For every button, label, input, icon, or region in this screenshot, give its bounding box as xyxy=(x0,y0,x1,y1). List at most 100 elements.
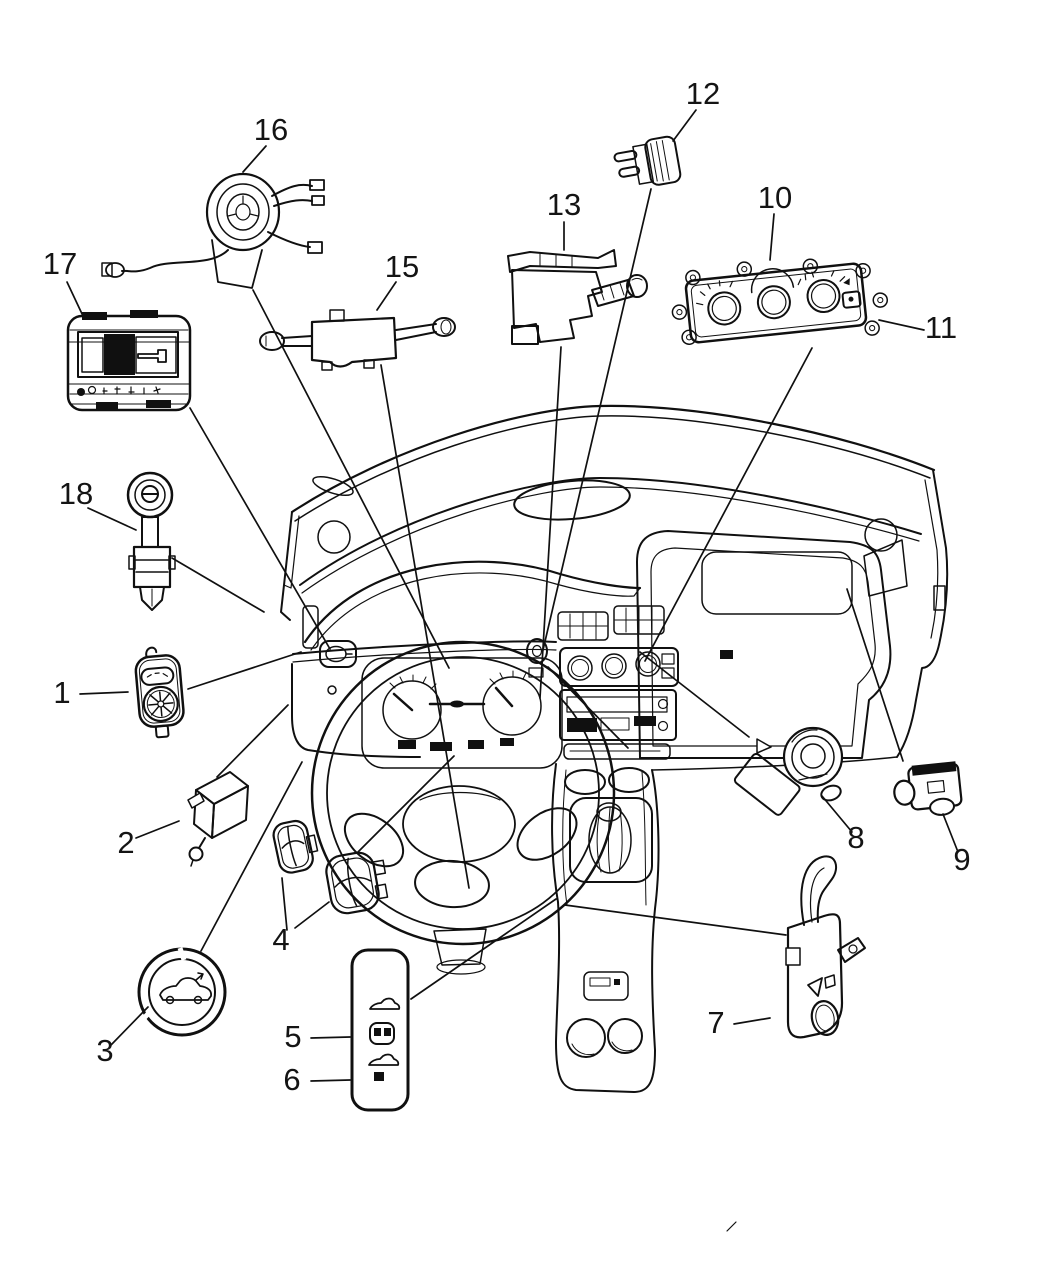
leader-8-long xyxy=(639,651,750,738)
leader-13-long xyxy=(539,346,562,699)
leader-18-label xyxy=(87,507,137,531)
leader-16-long xyxy=(252,289,450,669)
part-13-ignition-switch-bracket xyxy=(507,249,648,345)
leader-5-label xyxy=(310,1036,351,1039)
rear-defrost-button xyxy=(841,290,862,309)
stray-mark xyxy=(726,1221,737,1232)
left-stalk-tip xyxy=(259,331,285,351)
cluster-hood xyxy=(303,560,642,651)
callout-13-label: 13 xyxy=(547,187,581,222)
callout-1-label: 1 xyxy=(53,675,70,710)
leader-2-label xyxy=(135,820,180,839)
leader-3-long xyxy=(200,761,303,952)
leader-4-label-a xyxy=(281,877,288,931)
leader-4-label-b xyxy=(294,901,330,929)
leader-15-label xyxy=(376,281,397,311)
callout-17-label: 17 xyxy=(43,246,77,281)
leader-10-long xyxy=(644,347,813,662)
steering-wheel xyxy=(310,640,616,946)
callout-12-label: 12 xyxy=(686,76,720,111)
leader-3-label xyxy=(110,1006,149,1046)
horn-pad xyxy=(402,785,516,863)
leader-17-label xyxy=(66,281,84,317)
part-5-6-console-switch-bezel xyxy=(350,948,410,1112)
center-stack xyxy=(557,605,679,760)
rear-cupholder-right xyxy=(607,1018,643,1054)
floor-console xyxy=(551,763,660,1093)
callout-2-label: 2 xyxy=(117,825,134,860)
instrument-panel-drawing xyxy=(280,404,949,1232)
car-trunk-icon xyxy=(159,972,213,1005)
callout-3-label: 3 xyxy=(96,1033,113,1068)
leader-9-label xyxy=(942,813,959,853)
car-icon-top xyxy=(369,997,401,1010)
callout-9-label: 9 xyxy=(953,842,970,877)
wheel-spoke-cutout-bottom xyxy=(414,859,490,909)
leader-5-6-long xyxy=(410,898,557,1000)
switch-window xyxy=(140,666,175,686)
right-stalk-tip xyxy=(432,317,456,337)
square-cutout xyxy=(824,974,836,989)
wheel-spoke-cutout-right xyxy=(516,807,578,861)
leader-crossing-segment xyxy=(547,666,629,749)
triangle-cutout xyxy=(807,977,823,997)
key-slot-icon xyxy=(137,349,167,363)
tachometer-gauge xyxy=(382,680,442,740)
ignition-key-cylinder-location xyxy=(526,638,548,678)
dash-top-surface xyxy=(290,404,936,594)
lower-stack-slot xyxy=(563,743,671,760)
callout-8-label: 8 xyxy=(847,820,864,855)
right-demister-vent xyxy=(863,539,908,597)
front-cupholder-left xyxy=(564,769,606,795)
right-tweeter-grille xyxy=(864,518,898,552)
callout-16-label: 16 xyxy=(254,112,288,147)
leader-1-label xyxy=(79,691,129,695)
steering-column-shroud xyxy=(433,928,487,975)
defroster-grille xyxy=(513,479,631,521)
small-square-icon xyxy=(374,1072,384,1081)
leader-15-long xyxy=(380,364,470,889)
part-15-multifunction-lever-switch xyxy=(259,309,456,371)
part-1-panel-switch xyxy=(134,646,185,739)
instrument-cluster xyxy=(361,657,563,769)
callout-4-label: 4 xyxy=(272,922,289,957)
center-air-vents xyxy=(557,605,665,641)
part-10-heater-ac-control xyxy=(671,258,889,346)
part-17-ribbed-switch-module xyxy=(66,310,192,412)
left-tweeter-grille xyxy=(317,520,351,554)
leader-9-long xyxy=(846,588,904,762)
fan-icon xyxy=(142,685,179,723)
leader-7-label xyxy=(733,1017,771,1025)
dash-right-end xyxy=(896,469,949,758)
leader-12-long xyxy=(542,188,652,651)
leader-17-long xyxy=(189,407,331,650)
part-9-connector-switch xyxy=(893,761,963,816)
part-18-key-cylinder-switch xyxy=(126,471,176,611)
leader-12-label xyxy=(672,109,697,142)
leader-10-label xyxy=(769,213,775,261)
part-12-push-switch xyxy=(613,135,682,186)
radio-location xyxy=(559,689,677,741)
door-lock-switch-icon xyxy=(369,1022,395,1045)
leader-11-label xyxy=(878,319,925,331)
callout-7-label: 7 xyxy=(707,1005,724,1040)
leader-lines xyxy=(66,109,959,1082)
temp-knob xyxy=(806,278,841,313)
part-4-rocker-switch-buttons xyxy=(272,819,389,915)
callout-10-label: 10 xyxy=(758,180,792,215)
leader-6-label xyxy=(310,1079,351,1082)
part-8-headlamp-switch xyxy=(733,726,844,816)
callout-18-label: 18 xyxy=(59,476,93,511)
passenger-airbag-door xyxy=(701,551,853,615)
part-7-switch-mounting-bracket xyxy=(785,855,866,1039)
left-defroster-slot xyxy=(312,475,354,497)
leader-2-long xyxy=(216,704,289,778)
front-cupholder-right xyxy=(608,767,650,793)
mode-knob xyxy=(756,285,791,320)
leader-16-label xyxy=(242,145,267,173)
leader-18-long xyxy=(171,557,265,613)
callout-6-label: 6 xyxy=(283,1062,300,1097)
leader-7-long xyxy=(564,904,787,936)
